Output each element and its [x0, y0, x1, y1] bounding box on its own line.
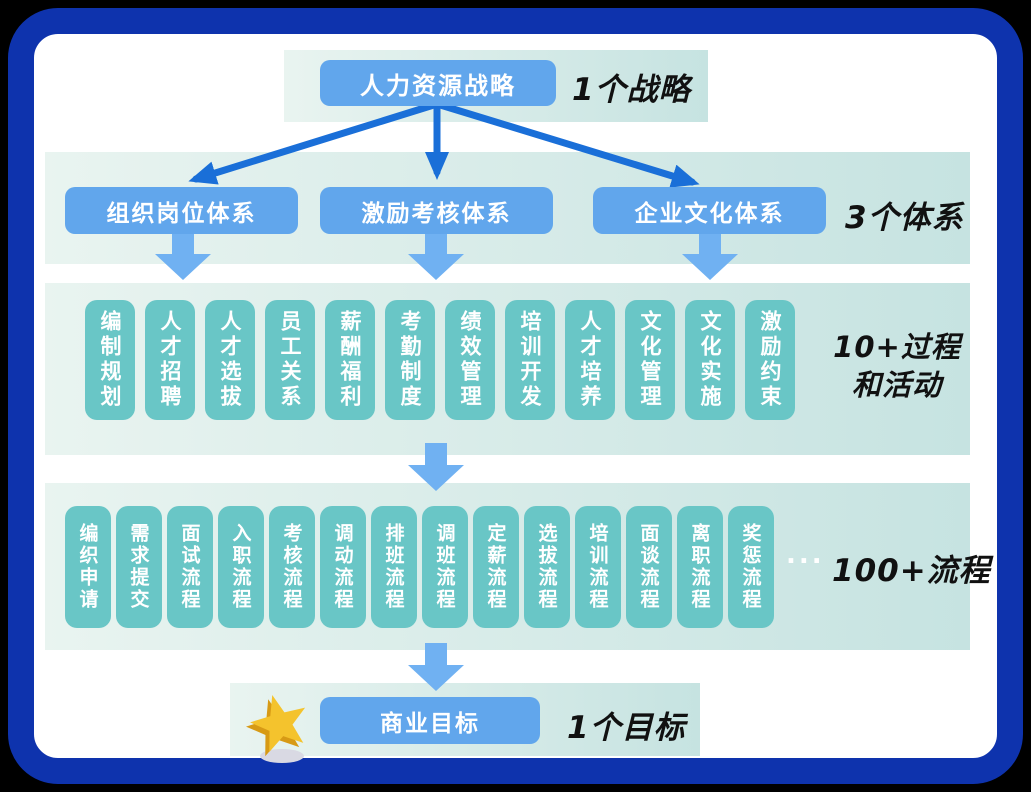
- system-box-label: 企业文化体系: [634, 200, 785, 227]
- process-box: 薪酬福利: [325, 300, 375, 420]
- process-box: 培训开发: [505, 300, 555, 420]
- flow-box: 编织申请: [65, 506, 111, 628]
- flow-box: 调班流程: [422, 506, 468, 628]
- flows-ellipsis: ...: [786, 540, 825, 570]
- goal-count-label: 1个目标: [567, 710, 686, 746]
- process-box: 文化实施: [685, 300, 735, 420]
- process-box: 文化管理: [625, 300, 675, 420]
- strategy-box: 人力资源战略: [320, 60, 556, 106]
- process-box: 考勤制度: [385, 300, 435, 420]
- flow-box: 面谈流程: [626, 506, 672, 628]
- process-box: 绩效管理: [445, 300, 495, 420]
- flow-box: 培训流程: [575, 506, 621, 628]
- goal-box: 商业目标: [320, 697, 540, 744]
- flow-box: 定薪流程: [473, 506, 519, 628]
- flow-box: 选拔流程: [524, 506, 570, 628]
- flow-box: 离职流程: [677, 506, 723, 628]
- system-box-culture: 企业文化体系: [593, 187, 826, 234]
- flow-box: 考核流程: [269, 506, 315, 628]
- flow-box: 奖惩流程: [728, 506, 774, 628]
- strategy-count-label: 1个战略: [572, 72, 691, 108]
- process-box: 编制规划: [85, 300, 135, 420]
- flow-box: 面试流程: [167, 506, 213, 628]
- flow-box-row: 编织申请 需求提交 面试流程 入职流程 考核流程 调动流程 排班流程 调班流程 …: [65, 506, 774, 628]
- system-box-label: 激励考核体系: [361, 200, 512, 227]
- process-box: 人才选拔: [205, 300, 255, 420]
- strategy-box-label: 人力资源战略: [360, 71, 516, 100]
- flow-box: 入职流程: [218, 506, 264, 628]
- system-box-organization: 组织岗位体系: [65, 187, 298, 234]
- process-box: 人才招聘: [145, 300, 195, 420]
- system-box-incentive: 激励考核体系: [320, 187, 553, 234]
- flow-box: 排班流程: [371, 506, 417, 628]
- process-box-row: 编制规划 人才招聘 人才选拔 员工关系 薪酬福利 考勤制度 绩效管理 培训开发 …: [85, 300, 795, 420]
- flow-box: 调动流程: [320, 506, 366, 628]
- process-box: 人才培养: [565, 300, 615, 420]
- systems-count-label: 3个体系: [845, 200, 964, 236]
- processes-count-label: 10+过程 和活动: [833, 330, 961, 403]
- flows-count-label: 100+流程: [832, 553, 991, 589]
- system-box-label: 组织岗位体系: [106, 200, 257, 227]
- goal-box-label: 商业目标: [380, 710, 480, 737]
- process-box: 激励约束: [745, 300, 795, 420]
- process-box: 员工关系: [265, 300, 315, 420]
- flow-box: 需求提交: [116, 506, 162, 628]
